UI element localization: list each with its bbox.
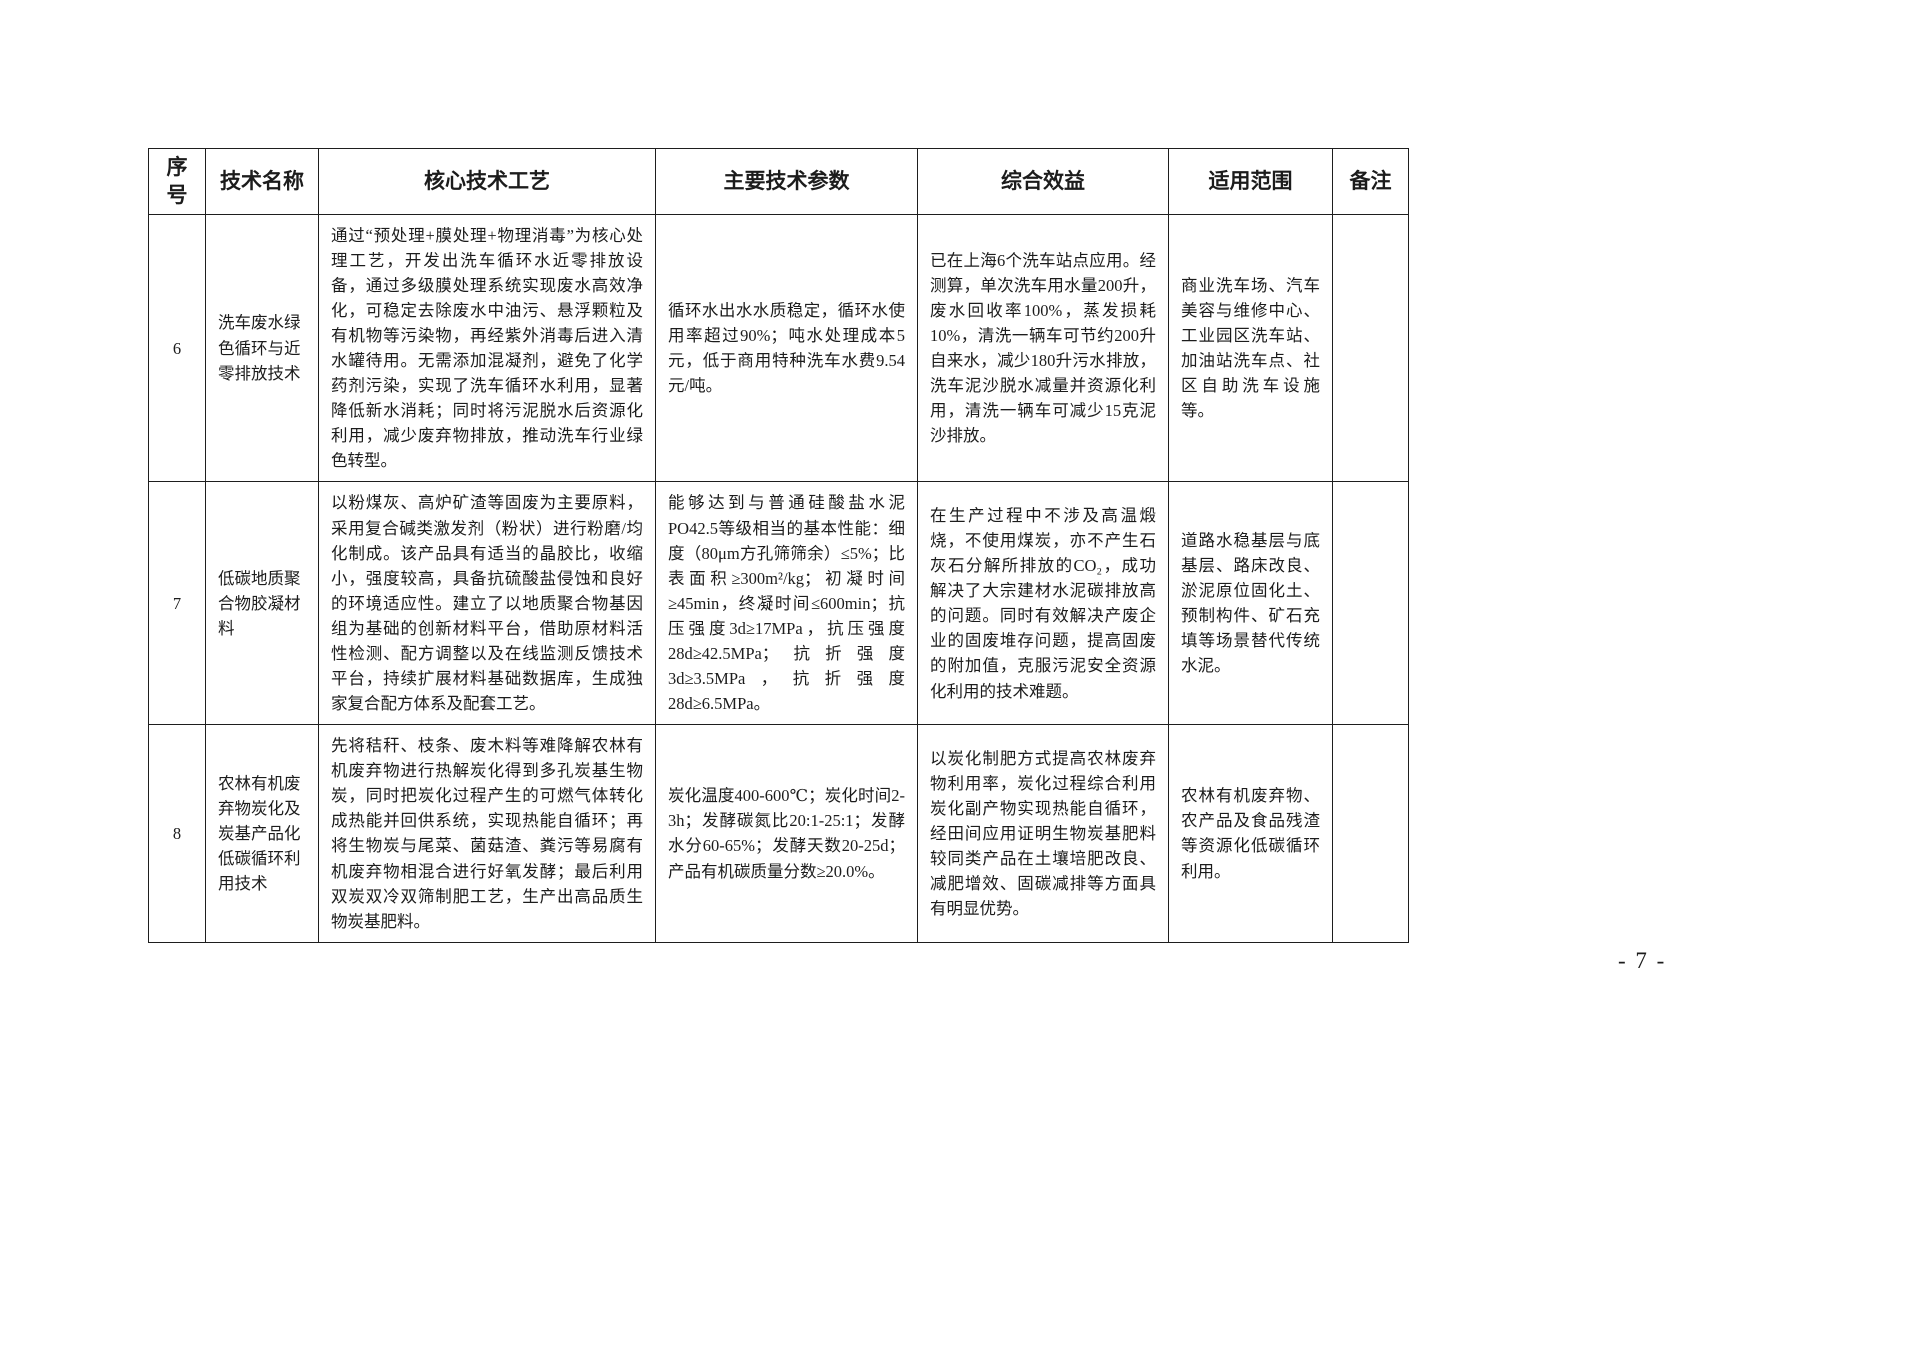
header-main-params: 主要技术参数 (655, 148, 918, 215)
cell-index-7: 7 (148, 481, 206, 726)
header-benefits: 综合效益 (917, 148, 1169, 215)
cell-params-8: 炭化温度400-600℃；炭化时间2-3h；发酵碳氮比20:1-25:1；发酵水… (655, 724, 918, 943)
cell-scope-8: 农林有机废弃物、农产品及食品残渣等资源化低碳循环利用。 (1168, 724, 1333, 943)
cell-note-6 (1332, 213, 1409, 483)
cell-process-7: 以粉煤灰、高炉矿渣等固废为主要原料，采用复合碱类激发剂（粉状）进行粉磨/均化制成… (318, 481, 656, 726)
technology-table: 序 号 技术名称 核心技术工艺 主要技术参数 综合效益 适用范围 备注 6 洗车… (148, 148, 1409, 943)
page-number: - 7 - (1618, 948, 1667, 973)
table-row-6: 6 洗车废水绿色循环与近零排放技术 通过“预处理+膜处理+物理消毒”为核心处理工… (148, 213, 1409, 483)
cell-benefits-7: 在生产过程中不涉及高温煅烧，不使用煤炭，亦不产生石灰石分解所排放的CO₂，成功解… (917, 481, 1169, 726)
cell-note-8 (1332, 724, 1409, 943)
table-row-8: 8 农林有机废弃物炭化及炭基产品化低碳循环利用技术 先将秸秆、枝条、废木料等难降… (148, 724, 1409, 943)
table-header-row: 序 号 技术名称 核心技术工艺 主要技术参数 综合效益 适用范围 备注 (148, 148, 1409, 215)
table-row-7: 7 低碳地质聚合物胶凝材料 以粉煤灰、高炉矿渣等固废为主要原料，采用复合碱类激发… (148, 481, 1409, 726)
cell-tech-name-6: 洗车废水绿色循环与近零排放技术 (205, 213, 319, 483)
header-core-process: 核心技术工艺 (318, 148, 656, 215)
cell-index-8: 8 (148, 724, 206, 943)
cell-process-8: 先将秸秆、枝条、废木料等难降解农林有机废弃物进行热解炭化得到多孔炭基生物炭，同时… (318, 724, 656, 943)
cell-benefits-8: 以炭化制肥方式提高农林废弃物利用率，炭化过程综合利用炭化副产物实现热能自循环，经… (917, 724, 1169, 943)
cell-scope-7: 道路水稳基层与底基层、路床改良、淤泥原位固化土、预制构件、矿石充填等场景替代传统… (1168, 481, 1333, 726)
cell-tech-name-7: 低碳地质聚合物胶凝材料 (205, 481, 319, 726)
cell-tech-name-8: 农林有机废弃物炭化及炭基产品化低碳循环利用技术 (205, 724, 319, 943)
header-index: 序 号 (148, 148, 206, 215)
cell-note-7 (1332, 481, 1409, 726)
cell-process-6: 通过“预处理+膜处理+物理消毒”为核心处理工艺，开发出洗车循环水近零排放设备，通… (318, 213, 656, 483)
header-scope: 适用范围 (1168, 148, 1333, 215)
cell-index-6: 6 (148, 213, 206, 483)
header-note: 备注 (1332, 148, 1409, 215)
header-tech-name: 技术名称 (205, 148, 319, 215)
cell-params-6: 循环水出水水质稳定，循环水使用率超过90%；吨水处理成本5元，低于商用特种洗车水… (655, 213, 918, 483)
cell-scope-6: 商业洗车场、汽车美容与维修中心、工业园区洗车站、加油站洗车点、社区自助洗车设施等… (1168, 213, 1333, 483)
cell-params-7: 能够达到与普通硅酸盐水泥PO42.5等级相当的基本性能：细度（80μm方孔筛筛余… (655, 481, 918, 726)
cell-benefits-6: 已在上海6个洗车站点应用。经测算，单次洗车用水量200升，废水回收率100%，蒸… (917, 213, 1169, 483)
